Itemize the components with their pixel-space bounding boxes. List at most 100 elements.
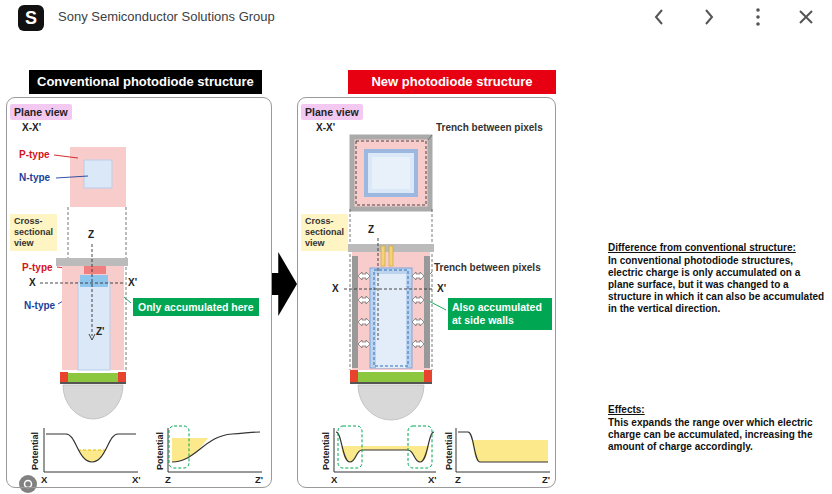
projection-line (350, 209, 351, 370)
plot-axis-title: Potential (30, 432, 40, 470)
plane-view-pixel (366, 151, 416, 195)
projection-line (350, 209, 432, 370)
new-cross-section (378, 238, 379, 340)
conventional-cross-section (78, 282, 110, 370)
new-cross-section (412, 272, 424, 280)
new-cross-section (344, 238, 434, 420)
plane-view-pixel (84, 160, 112, 188)
conventional-cross-section (118, 372, 126, 382)
axis-label: Z (455, 475, 461, 486)
potential-plot (456, 428, 550, 472)
region-label: N-type (19, 172, 50, 184)
region-label: P-type (22, 262, 53, 274)
top-bar (756, 8, 760, 12)
axis-label: X' (437, 283, 446, 295)
potential-plot (472, 440, 548, 462)
callout-text: Also accumulated at side walls (452, 301, 548, 327)
axis-label: Z (165, 475, 171, 486)
new-cross-section (358, 372, 424, 382)
part-label: Trench between pixels (434, 262, 541, 274)
new-cross-section (389, 246, 393, 266)
tag-text: Plane view (305, 106, 359, 118)
leader-line (54, 155, 78, 158)
top-bar (0, 0, 832, 36)
view-tag: Plane view (10, 104, 72, 120)
transition-arrow (272, 252, 297, 316)
top-bar (756, 15, 760, 19)
conventional-cross-section (63, 385, 123, 419)
potential-plot (334, 428, 436, 472)
view-axis: X-X' (22, 122, 41, 134)
new-cross-section (381, 246, 385, 266)
new-cross-section (358, 340, 370, 348)
plot-axis-title: Potential (444, 432, 454, 470)
new-cross-section (352, 256, 358, 368)
potential-plot (458, 432, 548, 462)
top-bar (18, 5, 44, 31)
plane-view-pixel (356, 141, 426, 205)
site-title: Sony Semiconductor Solutions Group (58, 10, 275, 25)
conventional-cross-section (92, 244, 93, 336)
note-heading: Effects: (608, 404, 645, 416)
plot-axis-title: Potential (321, 432, 331, 470)
callout-text: Only accumulated here (138, 301, 254, 313)
axis-label: Z' (542, 475, 550, 486)
plane-view-pixel (352, 137, 430, 209)
plane-view-pixel (352, 137, 430, 209)
potential-plot (44, 426, 262, 472)
potential-plot (408, 426, 432, 468)
note-text: This expands the range over which electr… (608, 417, 826, 453)
tag-text: Cross-sectional view (305, 216, 344, 249)
new-cross-section (358, 385, 424, 420)
view-axis: X-X' (316, 122, 335, 134)
top-bar (756, 22, 760, 26)
top-bar (706, 10, 712, 24)
note-heading: Difference from conventional structure: (608, 242, 796, 254)
potential-plot (336, 432, 434, 462)
note-text: In conventional photodiode structures, e… (608, 255, 826, 315)
axis-label: Z (368, 224, 374, 236)
axis-label: X (331, 475, 337, 486)
potential-plot (168, 428, 262, 472)
potential-plot (46, 434, 136, 462)
top-bar (0, 0, 832, 36)
plane-view-pixel (372, 157, 410, 189)
conventional-cross-section (40, 283, 124, 284)
region-label: N-type (24, 300, 55, 312)
axis-label: X (29, 277, 36, 289)
conventional-cross-section (60, 382, 126, 384)
leader-line (56, 176, 88, 178)
axis-label: X' (428, 475, 437, 486)
new-cross-section (350, 382, 432, 384)
lens-icon (19, 475, 37, 493)
new-cross-section (412, 318, 424, 326)
view-tag: Cross-sectional view (10, 214, 57, 251)
new-cross-section (424, 370, 432, 382)
axis-label: X' (132, 475, 141, 486)
conventional-cross-section (62, 266, 124, 370)
top-bar (656, 10, 662, 24)
axis-label: X (41, 475, 47, 486)
new-cross-section (358, 272, 370, 280)
tag-text: Cross-sectional view (14, 216, 53, 249)
conventional-cross-section (60, 372, 68, 382)
leader-line (428, 135, 432, 140)
conventional-cross-section (80, 275, 108, 287)
new-cross-section (376, 274, 406, 368)
panel-title: Conventional photodiode structure (29, 70, 262, 94)
potential-plot (172, 438, 209, 462)
projection-line (432, 209, 433, 370)
lens-icon (25, 481, 32, 488)
projection-line (126, 207, 127, 372)
new-cross-section (412, 340, 424, 348)
potential-plot (172, 432, 260, 462)
axis-label: Z' (255, 475, 263, 486)
top-bar (800, 11, 812, 23)
potential-plot (334, 426, 550, 472)
potential-plot (79, 450, 105, 462)
plot-axis-title: Potential (155, 432, 165, 470)
new-cross-section (370, 268, 412, 368)
panel-title: New photodiode structure (348, 70, 556, 94)
region-label: P-type (19, 149, 50, 161)
